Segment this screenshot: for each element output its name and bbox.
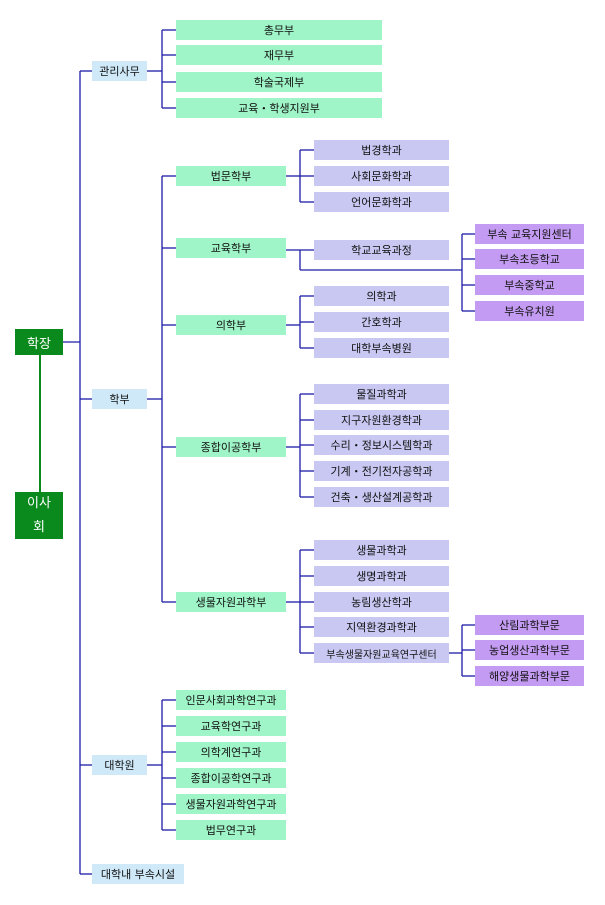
division-box: 산림과학부문 xyxy=(475,615,584,635)
bio-faculty-label: 생물자원과학부 xyxy=(195,596,267,609)
admin-item-label: 학술국제부 xyxy=(253,76,305,89)
school-box: 부속중학교 xyxy=(475,275,584,295)
school-box: 부속 교육지원센터 xyxy=(475,224,584,244)
dept-label: 지역환경과학과 xyxy=(346,621,417,634)
medicine-faculty-label: 의학부 xyxy=(215,319,247,332)
research-center-label: 부속생물자원교육연구센터 xyxy=(326,649,437,661)
graduate-item-label: 의학계연구과 xyxy=(200,746,262,759)
dept-label: 건축・생산설계공학과 xyxy=(330,491,433,504)
dept-label: 생명과학과 xyxy=(356,570,407,583)
dept-box: 지역환경과학과 xyxy=(314,617,449,637)
school-box: 부속유치원 xyxy=(475,301,584,321)
dept-label: 의학과 xyxy=(366,290,397,303)
engineering-faculty-box: 종합이공학부 xyxy=(176,437,286,457)
graduate-item: 인문사회과학연구과 xyxy=(176,690,286,710)
dept-box: 기계・전기전자공학과 xyxy=(314,461,449,481)
graduate-item-label: 생물자원과학연구과 xyxy=(185,798,277,811)
dept-box: 물질과학과 xyxy=(314,384,449,404)
faculties-box: 학부 xyxy=(92,389,147,409)
school-box: 부속초등학교 xyxy=(475,249,584,269)
dept-label: 수리・정보시스템학과 xyxy=(330,439,433,452)
school-label: 부속 교육지원센터 xyxy=(487,228,572,241)
admin-item: 학술국제부 xyxy=(176,72,382,92)
graduate-item: 생물자원과학연구과 xyxy=(176,794,286,814)
law-faculty-box: 법문학부 xyxy=(176,166,286,186)
dept-box: 사회문화학과 xyxy=(314,166,449,186)
dept-box: 건축・생산설계공학과 xyxy=(314,487,449,507)
admin-item: 재무부 xyxy=(176,45,382,65)
dept-label: 대학부속병원 xyxy=(351,342,412,355)
dept-label: 사회문화학과 xyxy=(351,170,412,183)
law-faculty-label: 법문학부 xyxy=(210,170,252,183)
school-label: 부속중학교 xyxy=(504,279,555,292)
graduate-item: 의학계연구과 xyxy=(176,742,286,762)
facilities-label: 대학내 부속시설 xyxy=(100,868,176,881)
board-label: 이사회 xyxy=(27,495,51,535)
faculties-label: 학부 xyxy=(109,393,130,406)
dept-label: 간호학과 xyxy=(361,316,402,329)
dept-box: 법경학과 xyxy=(314,140,449,160)
dept-label: 생물과학과 xyxy=(356,544,407,557)
admin-box: 관리사무 xyxy=(92,61,147,81)
dept-label: 지구자원환경학과 xyxy=(341,414,422,427)
graduate-box: 대학원 xyxy=(92,755,147,775)
graduate-item: 종합이공학연구과 xyxy=(176,768,286,788)
dept-label: 농림생산학과 xyxy=(351,596,412,609)
graduate-item-label: 교육학연구과 xyxy=(200,720,262,733)
graduate-item-label: 법무연구과 xyxy=(205,824,257,837)
graduate-item-label: 종합이공학연구과 xyxy=(190,772,272,785)
dept-label: 언어문화학과 xyxy=(351,196,412,209)
medicine-faculty-box: 의학부 xyxy=(176,315,286,335)
admin-item-label: 총무부 xyxy=(263,24,295,37)
dept-box: 생명과학과 xyxy=(314,566,449,586)
dept-label: 기계・전기전자공학과 xyxy=(330,465,433,478)
graduate-label: 대학원 xyxy=(104,759,135,772)
division-box: 해양생물과학부문 xyxy=(475,666,584,686)
dept-box: 지구자원환경학과 xyxy=(314,410,449,430)
graduate-item: 법무연구과 xyxy=(176,820,286,840)
dept-box: 학교교육과정 xyxy=(314,240,449,260)
president-box: 학장 xyxy=(15,329,63,355)
graduate-item-label: 인문사회과학연구과 xyxy=(185,694,277,707)
research-center-box: 부속생물자원교육연구센터 xyxy=(314,643,449,663)
dept-box: 대학부속병원 xyxy=(314,338,449,358)
dept-box: 농림생산학과 xyxy=(314,592,449,612)
admin-item: 총무부 xyxy=(176,20,382,40)
school-label: 부속초등학교 xyxy=(499,253,560,266)
president-label: 학장 xyxy=(27,336,51,352)
school-label: 부속유치원 xyxy=(504,305,555,318)
dept-box: 언어문화학과 xyxy=(314,192,449,212)
admin-item: 교육・학생지원부 xyxy=(176,98,382,118)
admin-label: 관리사무 xyxy=(99,65,140,78)
dept-label: 물질과학과 xyxy=(356,388,407,401)
education-faculty-label: 교육학부 xyxy=(210,242,252,255)
division-label: 해양생물과학부문 xyxy=(489,670,570,683)
graduate-item: 교육학연구과 xyxy=(176,716,286,736)
dept-label: 법경학과 xyxy=(361,144,402,157)
division-label: 농업생산과학부문 xyxy=(489,644,570,657)
dept-box: 의학과 xyxy=(314,286,449,306)
division-label: 산림과학부문 xyxy=(499,619,560,632)
dept-box: 수리・정보시스템학과 xyxy=(314,435,449,455)
admin-item-label: 교육・학생지원부 xyxy=(238,102,320,115)
facilities-box: 대학내 부속시설 xyxy=(92,864,184,884)
dept-box: 생물과학과 xyxy=(314,540,449,560)
bio-faculty-box: 생물자원과학부 xyxy=(176,592,286,612)
education-faculty-box: 교육학부 xyxy=(176,238,286,258)
admin-item-label: 재무부 xyxy=(263,49,295,62)
board-box: 이사회 xyxy=(15,492,63,539)
dept-box: 간호학과 xyxy=(314,312,449,332)
division-box: 농업생산과학부문 xyxy=(475,640,584,660)
engineering-faculty-label: 종합이공학부 xyxy=(200,441,262,454)
dept-label: 학교교육과정 xyxy=(351,244,412,257)
